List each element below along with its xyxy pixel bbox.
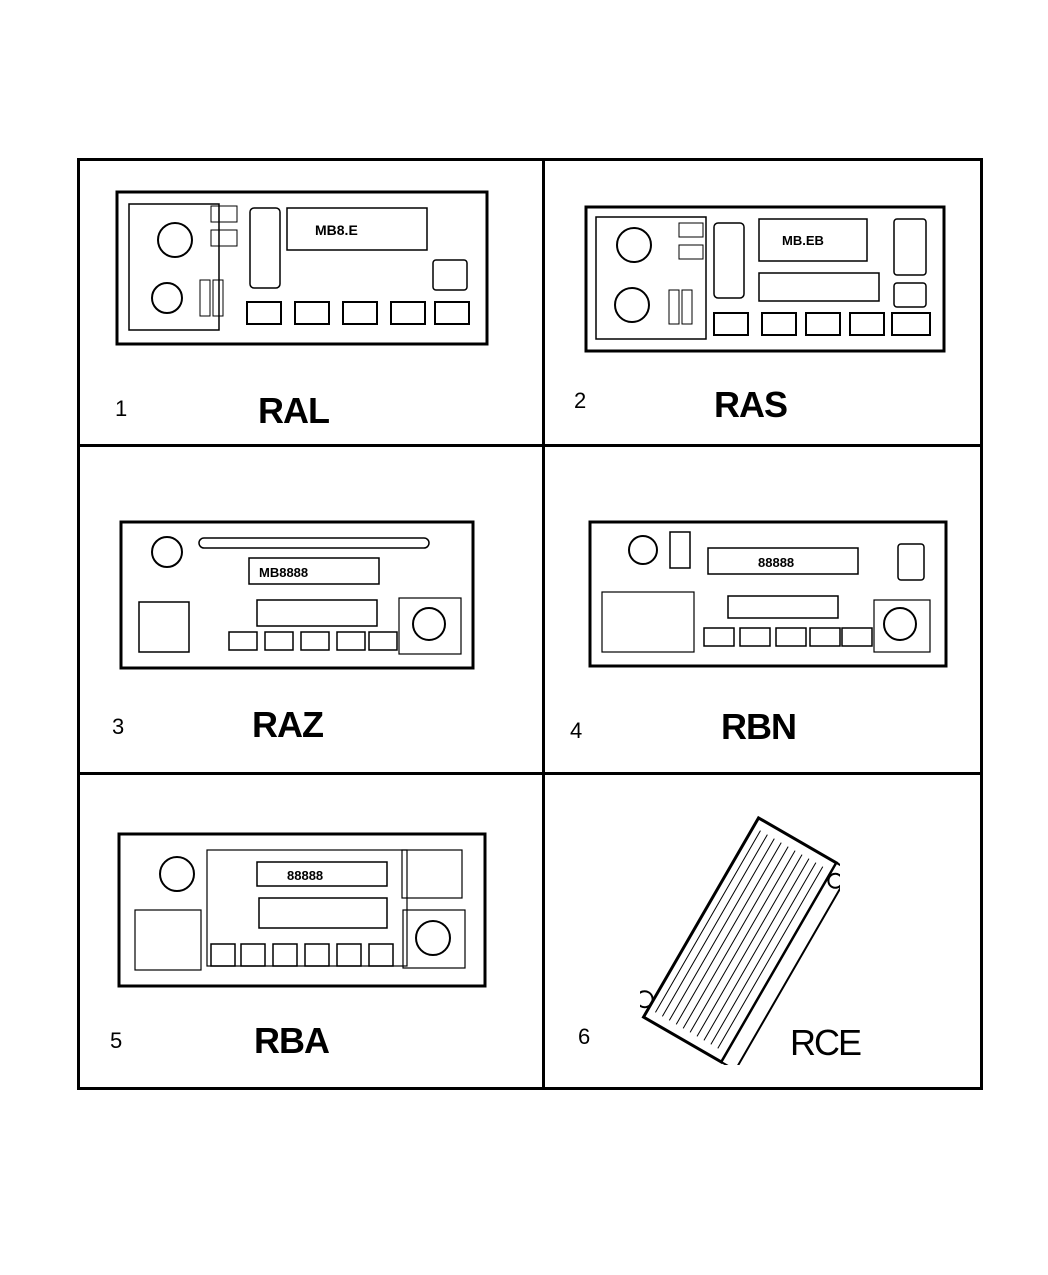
- item-code: RAL: [258, 390, 330, 431]
- rbn-display-text: 88888: [758, 555, 794, 570]
- radio-rbn-illustration: 88888: [588, 520, 948, 668]
- item-number: 1: [115, 396, 128, 421]
- grid-divider-row2: [80, 772, 980, 775]
- item-number: 5: [110, 1028, 123, 1053]
- ral-display-text: MB8.E: [315, 222, 358, 238]
- item-code: RBA: [254, 1020, 330, 1061]
- item-number: 2: [574, 388, 587, 413]
- parts-grid: [77, 158, 983, 1090]
- item-code: RBN: [721, 706, 797, 747]
- radio-rba-illustration: 88888: [117, 832, 487, 988]
- ras-display-text: MB.EB: [782, 233, 824, 248]
- rba-display-text: 88888: [287, 868, 323, 883]
- item-number: 4: [570, 718, 583, 743]
- item-code: RAZ: [252, 704, 324, 745]
- radio-ras-illustration: MB.EB: [584, 205, 946, 353]
- raz-display-text: MB8888: [259, 565, 308, 580]
- radio-ral-illustration: MB8.E: [115, 190, 489, 346]
- item-number: 3: [112, 714, 125, 739]
- item-code: RCE: [790, 1022, 862, 1063]
- radio-raz-illustration: MB8888: [119, 520, 475, 670]
- amplifier-rce-illustration: [640, 815, 840, 1065]
- item-number: 6: [578, 1024, 591, 1049]
- grid-divider-row1: [80, 444, 980, 447]
- grid-divider-vertical: [542, 161, 545, 1087]
- item-code: RAS: [714, 384, 788, 425]
